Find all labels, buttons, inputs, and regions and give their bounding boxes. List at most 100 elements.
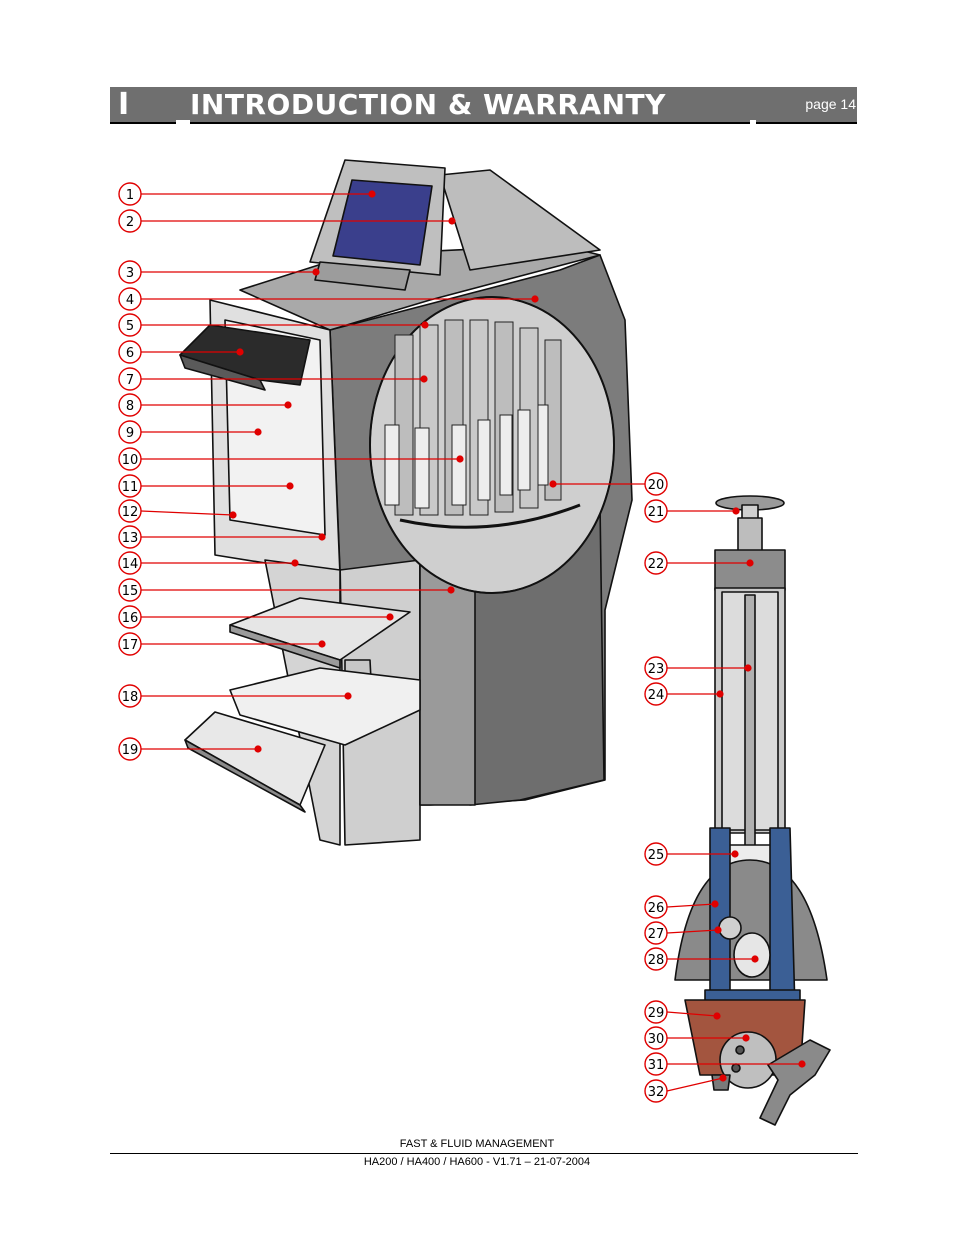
leader-dot-10 <box>456 455 464 463</box>
leader-dot-32 <box>719 1074 727 1082</box>
leader-lines <box>140 190 806 1092</box>
leader-dot-26 <box>711 900 719 908</box>
callout-bubble-6 <box>118 340 142 364</box>
leader-dot-31 <box>798 1060 806 1068</box>
callout-markers: 1234567891011121314151617181920212223242… <box>118 182 668 1103</box>
callout-bubble-9 <box>118 420 142 444</box>
leader-dot-15 <box>447 586 455 594</box>
footer-document-ref: HA200 / HA400 / HA600 - V1.71 – 21-07-20… <box>363 1156 591 1168</box>
callout-label-2: 2 <box>126 215 134 230</box>
callout-bubble-4 <box>118 287 142 311</box>
leader-dot-18 <box>344 692 352 700</box>
callout-label-26: 26 <box>648 901 665 916</box>
header-rule-gap <box>750 120 756 126</box>
header-rule <box>110 122 857 124</box>
leader-dot-27 <box>714 926 722 934</box>
footer-company: FAST & FLUID MANAGEMENT <box>399 1138 555 1150</box>
canister-illustration <box>384 319 581 529</box>
callout-bubble-23 <box>644 656 668 680</box>
callout-bubble-27 <box>644 921 668 945</box>
callout-bubble-14 <box>118 551 142 575</box>
callout-label-5: 5 <box>126 319 134 334</box>
leader-dot-21 <box>732 507 740 515</box>
leader-line-26 <box>666 903 716 908</box>
header-rule-gap <box>176 120 190 126</box>
leader-dot-22 <box>746 559 754 567</box>
callout-bubble-17 <box>118 632 142 656</box>
callout-label-29: 29 <box>648 1006 665 1021</box>
leader-dot-2 <box>448 217 456 225</box>
callout-label-30: 30 <box>648 1032 665 1047</box>
callout-bubble-7 <box>118 367 142 391</box>
callout-label-9: 9 <box>126 426 134 441</box>
callout-bubble-18 <box>118 684 142 708</box>
callout-label-12: 12 <box>122 505 139 520</box>
leader-dot-29 <box>713 1012 721 1020</box>
leader-line-29 <box>666 1011 718 1017</box>
leader-dot-19 <box>254 745 262 753</box>
callout-label-3: 3 <box>126 266 134 281</box>
chapter-number: I <box>118 87 130 122</box>
callout-label-16: 16 <box>122 611 139 626</box>
leader-line-12 <box>140 510 234 516</box>
callout-bubble-29 <box>644 1000 668 1024</box>
page-title: INTRODUCTION & WARRANTY <box>190 88 666 121</box>
callout-bubble-2 <box>118 209 142 233</box>
callout-label-13: 13 <box>122 531 139 546</box>
leader-dot-20 <box>549 480 557 488</box>
callout-label-22: 22 <box>648 557 665 572</box>
leader-dot-28 <box>751 955 759 963</box>
header-bar <box>110 87 857 122</box>
footer-rule <box>110 1153 858 1154</box>
leader-dot-30 <box>742 1034 750 1042</box>
leader-line-32 <box>666 1077 724 1092</box>
leader-dot-24 <box>716 690 724 698</box>
leader-dot-7 <box>420 375 428 383</box>
callout-label-20: 20 <box>648 478 665 493</box>
leader-line-27 <box>666 929 719 934</box>
leader-dot-5 <box>421 321 429 329</box>
callout-label-32: 32 <box>648 1085 665 1100</box>
page-number: page 14 <box>805 96 856 112</box>
leader-dot-25 <box>731 850 739 858</box>
callout-bubble-32 <box>644 1079 668 1103</box>
callout-bubble-16 <box>118 605 142 629</box>
callout-bubble-8 <box>118 393 142 417</box>
callout-label-10: 10 <box>122 453 139 468</box>
callout-bubble-28 <box>644 947 668 971</box>
callout-bubble-24 <box>644 682 668 706</box>
callout-label-17: 17 <box>122 638 139 653</box>
callout-bubble-19 <box>118 737 142 761</box>
callout-label-8: 8 <box>126 399 134 414</box>
callout-label-21: 21 <box>648 505 665 520</box>
callout-label-31: 31 <box>648 1058 665 1073</box>
leader-dot-17 <box>318 640 326 648</box>
callout-label-28: 28 <box>648 953 665 968</box>
leader-dot-8 <box>284 401 292 409</box>
callout-bubble-1 <box>118 182 142 206</box>
callout-label-4: 4 <box>126 293 134 308</box>
callout-label-19: 19 <box>122 743 139 758</box>
callout-bubble-25 <box>644 842 668 866</box>
leader-dot-11 <box>286 482 294 490</box>
callout-bubble-5 <box>118 313 142 337</box>
leader-dot-3 <box>312 268 320 276</box>
pump-valve-illustration <box>674 495 831 1126</box>
callout-label-6: 6 <box>126 346 134 361</box>
callout-bubble-13 <box>118 525 142 549</box>
leader-dot-12 <box>229 511 237 519</box>
callout-bubble-26 <box>644 895 668 919</box>
callout-label-15: 15 <box>122 584 139 599</box>
callout-label-11: 11 <box>122 480 139 495</box>
callout-bubble-11 <box>118 474 142 498</box>
leader-dot-1 <box>368 190 376 198</box>
callout-label-18: 18 <box>122 690 139 705</box>
callout-bubble-22 <box>644 551 668 575</box>
callout-bubble-12 <box>118 499 142 523</box>
callout-label-7: 7 <box>126 373 134 388</box>
leader-dot-6 <box>236 348 244 356</box>
callout-bubble-21 <box>644 499 668 523</box>
leader-dot-9 <box>254 428 262 436</box>
leader-dot-14 <box>291 559 299 567</box>
